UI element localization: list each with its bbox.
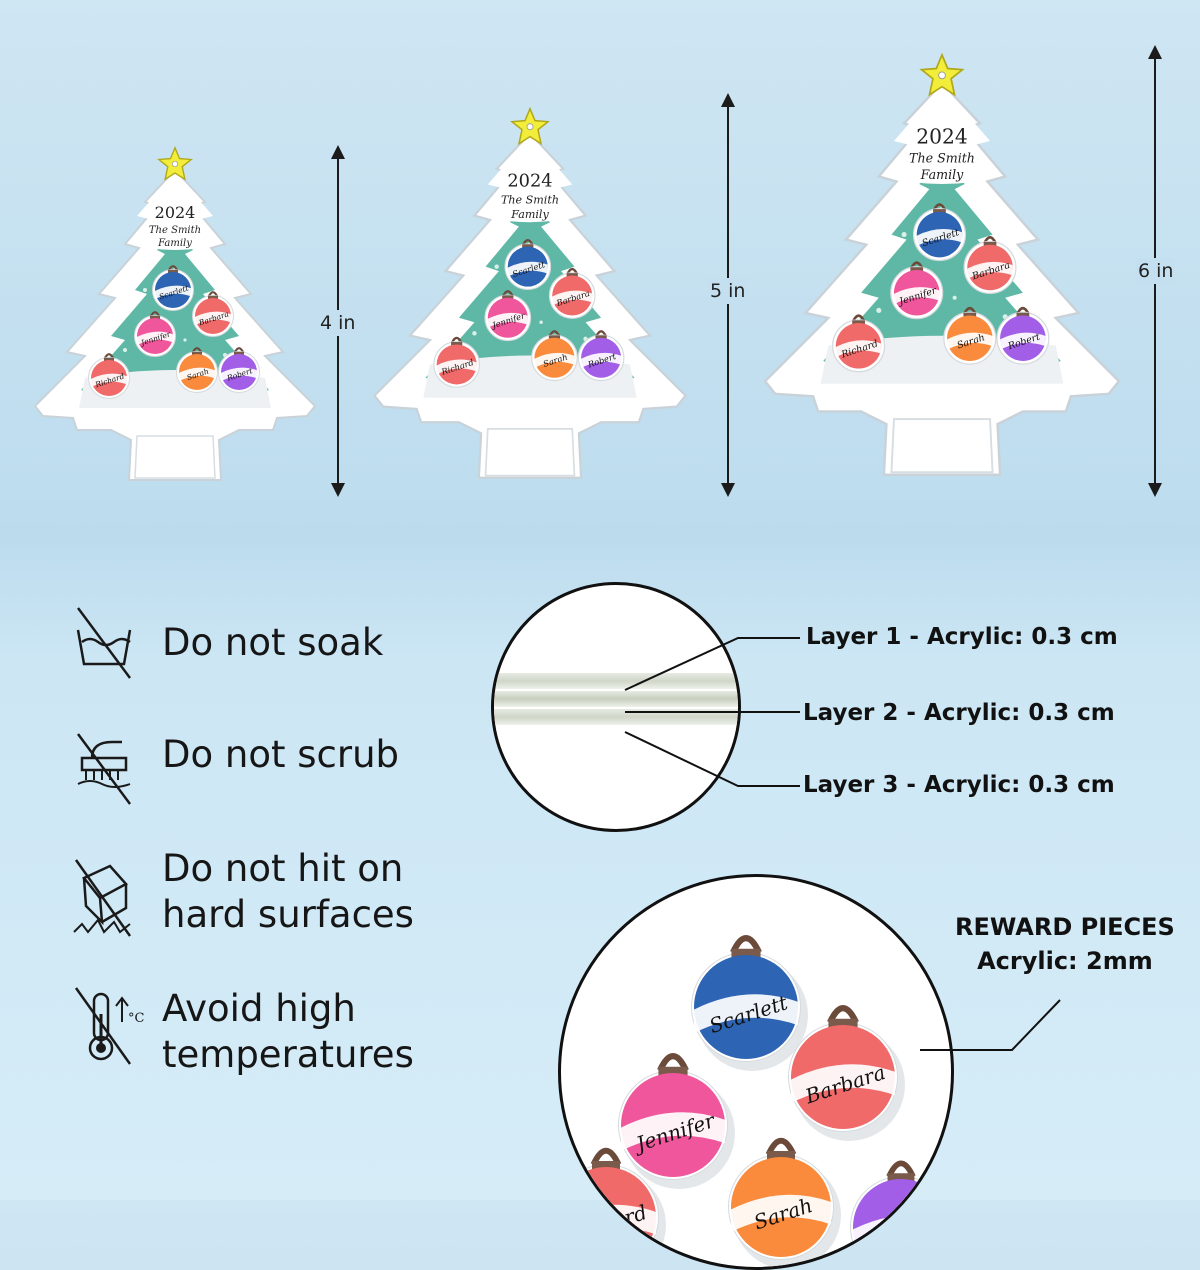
layer-1-label: Layer 1 - Acrylic: 0.3 cm [806,624,1118,650]
layer-closeup-circle [491,582,741,832]
ornament-ball: Sarah [531,330,578,382]
ornament-line1: The Smith [149,225,201,236]
ornament-line1: The Smith [909,151,975,166]
reward-title: REWARD PIECES [955,913,1175,941]
care-no-soak-icon [72,602,136,686]
ornament-year: 2024 [916,125,967,149]
care-no-heat-icon: °C [72,984,145,1072]
ornament-ball: Jennifer [618,1053,728,1180]
care-label-no-impact: Do not hit on hard surfaces [162,847,414,936]
no-soak-icon [76,607,132,679]
ornament-ball: Barbara [963,235,1017,294]
layer-2-label: Layer 2 - Acrylic: 0.3 cm [803,700,1115,726]
ornament-ball: Jennifer [484,290,532,342]
layer-3-label: Layer 3 - Acrylic: 0.3 cm [803,772,1115,798]
no-scrub-icon [76,733,132,805]
ornament-line1: The Smith [501,193,559,206]
care-label-no-scrub: Do not scrub [162,733,400,776]
ornament-ball: Scarlett [152,265,194,311]
ornament-ball: Robert [218,347,260,393]
no-impact-icon [73,859,132,937]
size-label-small: 4 in [318,310,358,336]
care-no-impact-icon [70,856,136,944]
ornament-ball: Sarah [176,347,218,393]
ornament-ball-name: Richard [566,1200,650,1248]
ornament-ball: Sarah [728,1137,834,1260]
size-label-large: 6 in [1136,258,1176,284]
ornament-ball: Richard [88,353,130,399]
ornament-ball: Robert [577,330,625,382]
ornament-ball: Jennifer [890,261,944,320]
ornament-ball: Scarlett [912,203,967,262]
care-label-no-heat: Avoid high temperatures [162,987,414,1076]
ornament-year: 2024 [507,172,552,192]
ornament-ball: Barbara [788,1005,898,1132]
ornament-ball: Barbara [548,267,596,319]
ornament-line2: Family [920,167,964,182]
ornament-ball: Richard [433,336,480,388]
no-heat-icon: °C [74,987,145,1065]
care-label-no-soak: Do not soak [162,621,384,664]
care-no-scrub-icon [72,728,136,812]
ornament-year: 2024 [155,203,196,222]
dimension-arrows [331,45,1162,497]
ornament-ball: Sarah [943,306,997,365]
ornament-ball: Robert [850,1160,951,1267]
ornament-ball: Richard [832,314,886,373]
reward-callout-line [920,999,1061,1051]
ornament-ball: Robert [996,306,1050,365]
ornament-line2: Family [510,208,549,221]
reward-subtitle: Acrylic: 2mm [977,947,1153,975]
ornament-ball: Jennifer [134,311,176,357]
svg-text:°C: °C [128,1011,144,1026]
ornament-ball: Scarlett [691,935,801,1062]
ornament-line2: Family [157,238,192,249]
layer-callout-lines [624,637,800,787]
ornament-ball: Scarlett [504,239,552,290]
ornament-ball: Barbara [192,291,234,337]
reward-label: REWARD PIECES Acrylic: 2mm [955,910,1175,978]
size-label-medium: 5 in [708,278,748,304]
